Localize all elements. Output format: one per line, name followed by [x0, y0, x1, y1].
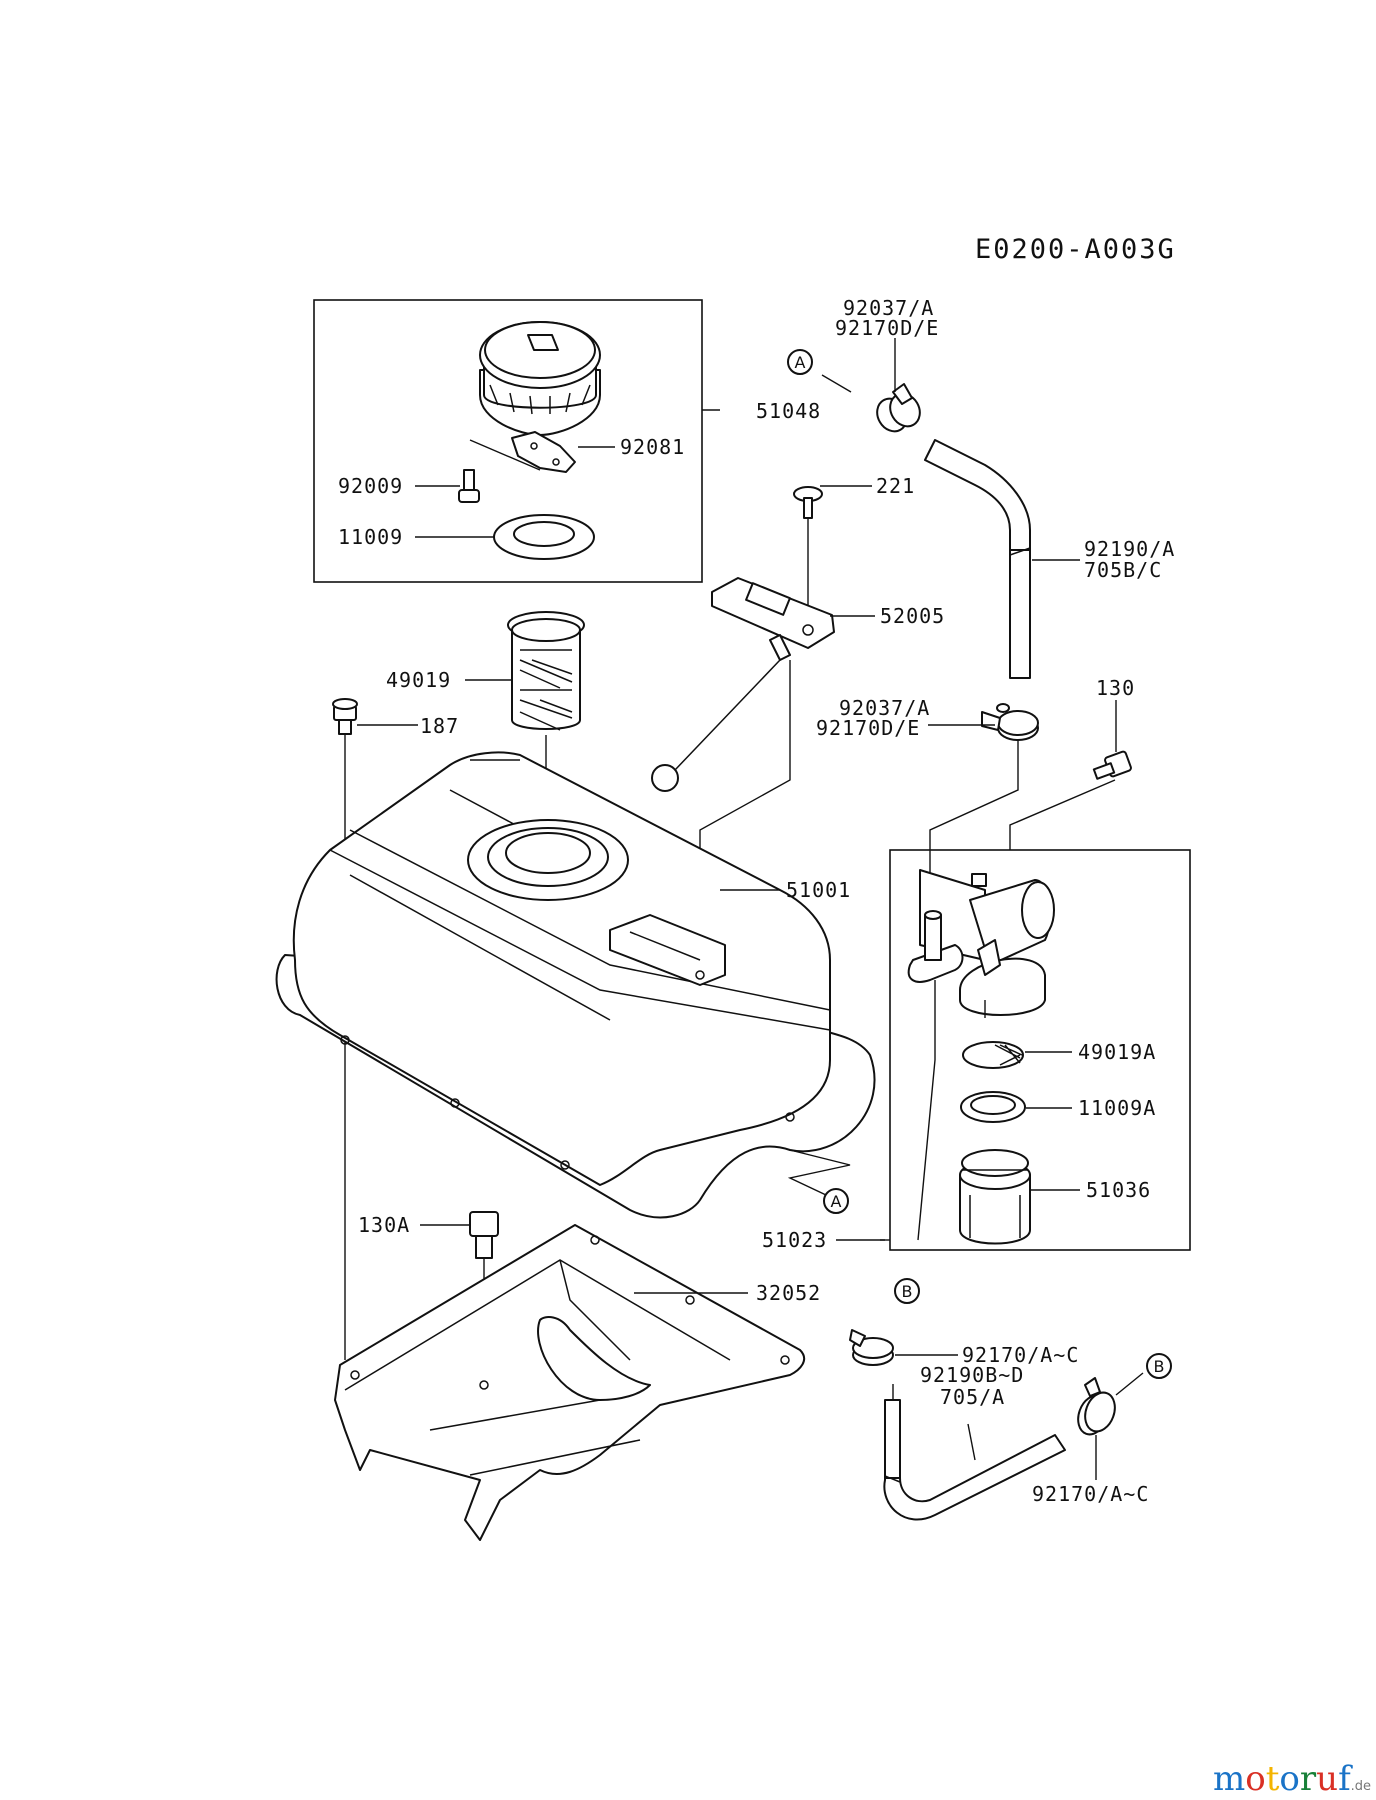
ref-b-bottom: B [894, 1278, 920, 1304]
clamp-low2 [1077, 1377, 1116, 1436]
callout-51023: 51023 [762, 1228, 827, 1252]
callout-hose-low-b: 705/A [940, 1385, 1005, 1409]
callout-51048: 51048 [756, 399, 821, 423]
screw-221 [793, 486, 823, 519]
callout-clamp-low2: 92170/A~C [1032, 1482, 1149, 1506]
svg-text:motoruf.de: motoruf.de [1213, 1759, 1371, 1799]
fuel-strainer [507, 611, 585, 840]
callout-52005: 52005 [880, 604, 945, 628]
callout-130: 130 [1096, 676, 1135, 700]
callout-hose-top-a: 92190/A [1084, 537, 1175, 561]
watermark-logo: motoruf.de [1213, 1759, 1371, 1799]
cap-kit-box [313, 299, 703, 583]
cup-51036 [959, 1149, 1031, 1245]
callout-221: 221 [876, 474, 915, 498]
diagram-code: E0200-A003G [975, 234, 1176, 265]
callout-130A: 130A [358, 1213, 410, 1237]
fuel-cap [479, 321, 601, 436]
hose-low [883, 1399, 1066, 1521]
svg-text:A: A [795, 353, 806, 372]
callout-hose-top-b: 705B/C [1084, 558, 1162, 582]
drain-plug [332, 698, 358, 735]
ref-a-top: A [787, 349, 813, 375]
callout-51036: 51036 [1086, 1178, 1151, 1202]
callout-11009: 11009 [338, 525, 403, 549]
callout-49019A: 49019A [1078, 1040, 1156, 1064]
callout-hose-low-a: 92190B~D [920, 1363, 1024, 1387]
fuel-gauge [651, 577, 835, 792]
callout-187: 187 [420, 714, 459, 738]
watermark-letter: o [1279, 1759, 1299, 1799]
hose-top [924, 439, 1031, 679]
callout-clamp-low: 92170/A~C [962, 1343, 1079, 1367]
watermark-letter: u [1316, 1759, 1338, 1799]
callout-clamp-top-a: 92037/A [843, 296, 934, 320]
oring-11009A [960, 1091, 1026, 1123]
watermark-letter: f [1338, 1759, 1353, 1799]
svg-text:B: B [1154, 1357, 1165, 1376]
fuel-tank [275, 751, 876, 1219]
fuel-cock-box [889, 849, 1191, 1251]
ref-b-right: B [1146, 1353, 1172, 1379]
gasket-plate [511, 431, 576, 473]
clamp-mid [981, 703, 1039, 741]
bolt-130 [1092, 750, 1132, 780]
clamp-low [849, 1329, 894, 1366]
watermark-letter: o [1245, 1759, 1265, 1799]
watermark-letter: r [1300, 1759, 1317, 1799]
bolt-130A [469, 1211, 499, 1259]
ref-a-bottom: A [823, 1188, 849, 1214]
watermark-letter: m [1213, 1759, 1245, 1799]
callout-51001: 51001 [786, 878, 851, 902]
callout-32052: 32052 [756, 1281, 821, 1305]
watermark-letter: t [1266, 1759, 1280, 1799]
ref-a-leader-tank [787, 1149, 851, 1196]
callout-clamp-mid-a: 92037/A [839, 696, 930, 720]
callout-11009A: 11009A [1078, 1096, 1156, 1120]
fuel-cock [907, 869, 1055, 1016]
tank-guard [334, 1224, 806, 1541]
callout-92081: 92081 [620, 435, 685, 459]
callout-clamp-top-b: 92170D/E [835, 316, 939, 340]
washer-11009 [493, 514, 595, 560]
callout-92009: 92009 [338, 474, 403, 498]
screen-49019A [962, 1041, 1024, 1069]
callout-49019: 49019 [386, 668, 451, 692]
svg-text:B: B [902, 1282, 913, 1301]
screw-92009 [458, 469, 480, 503]
callout-clamp-mid-b: 92170D/E [816, 716, 920, 740]
clamp-top [876, 383, 921, 433]
svg-text:A: A [831, 1192, 842, 1211]
